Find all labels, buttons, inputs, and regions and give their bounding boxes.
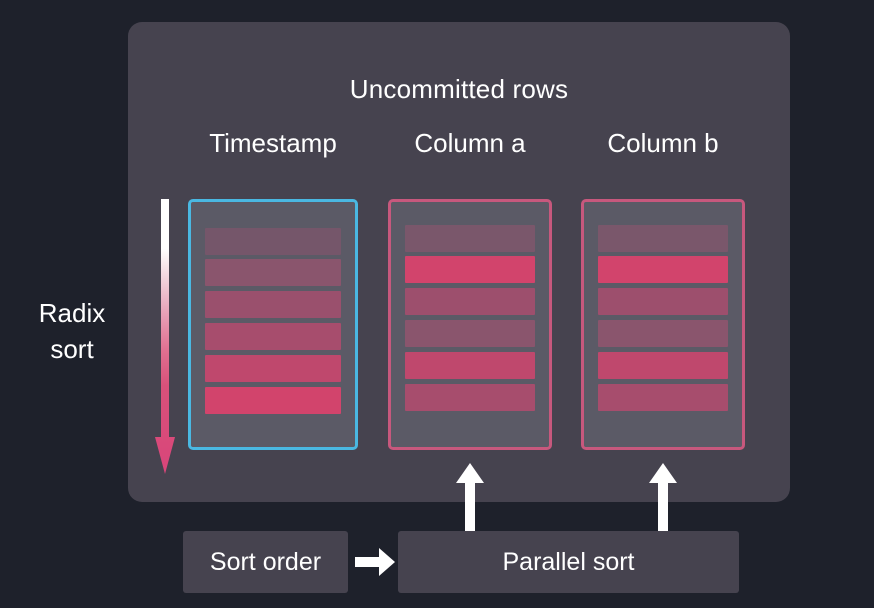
row-cell: [405, 225, 535, 252]
row-cell: [405, 256, 535, 283]
panel-title: Uncommitted rows: [349, 74, 569, 104]
parallel-sort-label: Parallel sort: [502, 547, 635, 576]
row-cell: [205, 323, 341, 350]
parallel-sort-box[interactable]: Parallel sort: [398, 531, 739, 593]
row-cell: [205, 355, 341, 382]
sort-order-label: Sort order: [209, 547, 322, 576]
row-cell: [598, 288, 728, 315]
row-cell: [598, 352, 728, 379]
column-column-a: [388, 199, 552, 450]
right-arrow-icon: [355, 548, 395, 576]
radix-sort-label: Radix sort: [8, 295, 136, 367]
sort-order-box[interactable]: Sort order: [183, 531, 348, 593]
row-cell: [405, 352, 535, 379]
column-header-timestamp: Timestamp: [209, 128, 337, 158]
column-timestamp: [188, 199, 358, 450]
column-header-column-a: Column a: [414, 128, 526, 158]
row-cell: [405, 320, 535, 347]
row-cell: [205, 291, 341, 318]
up-arrow-column-a-icon: [456, 463, 484, 531]
row-cell: [405, 384, 535, 411]
row-cell: [405, 288, 535, 315]
radix-sort-label-line1: Radix: [38, 298, 106, 328]
gradient-down-arrow-icon: [155, 199, 175, 474]
up-arrow-column-b-icon: [649, 463, 677, 531]
row-cell: [205, 228, 341, 255]
row-cell: [205, 387, 341, 414]
column-header-column-b: Column b: [607, 128, 719, 158]
row-cell: [598, 384, 728, 411]
row-cell: [598, 225, 728, 252]
row-cell: [598, 256, 728, 283]
row-cell: [598, 320, 728, 347]
radix-sort-label-line2: sort: [50, 334, 94, 364]
column-column-b: [581, 199, 745, 450]
row-cell: [205, 259, 341, 286]
